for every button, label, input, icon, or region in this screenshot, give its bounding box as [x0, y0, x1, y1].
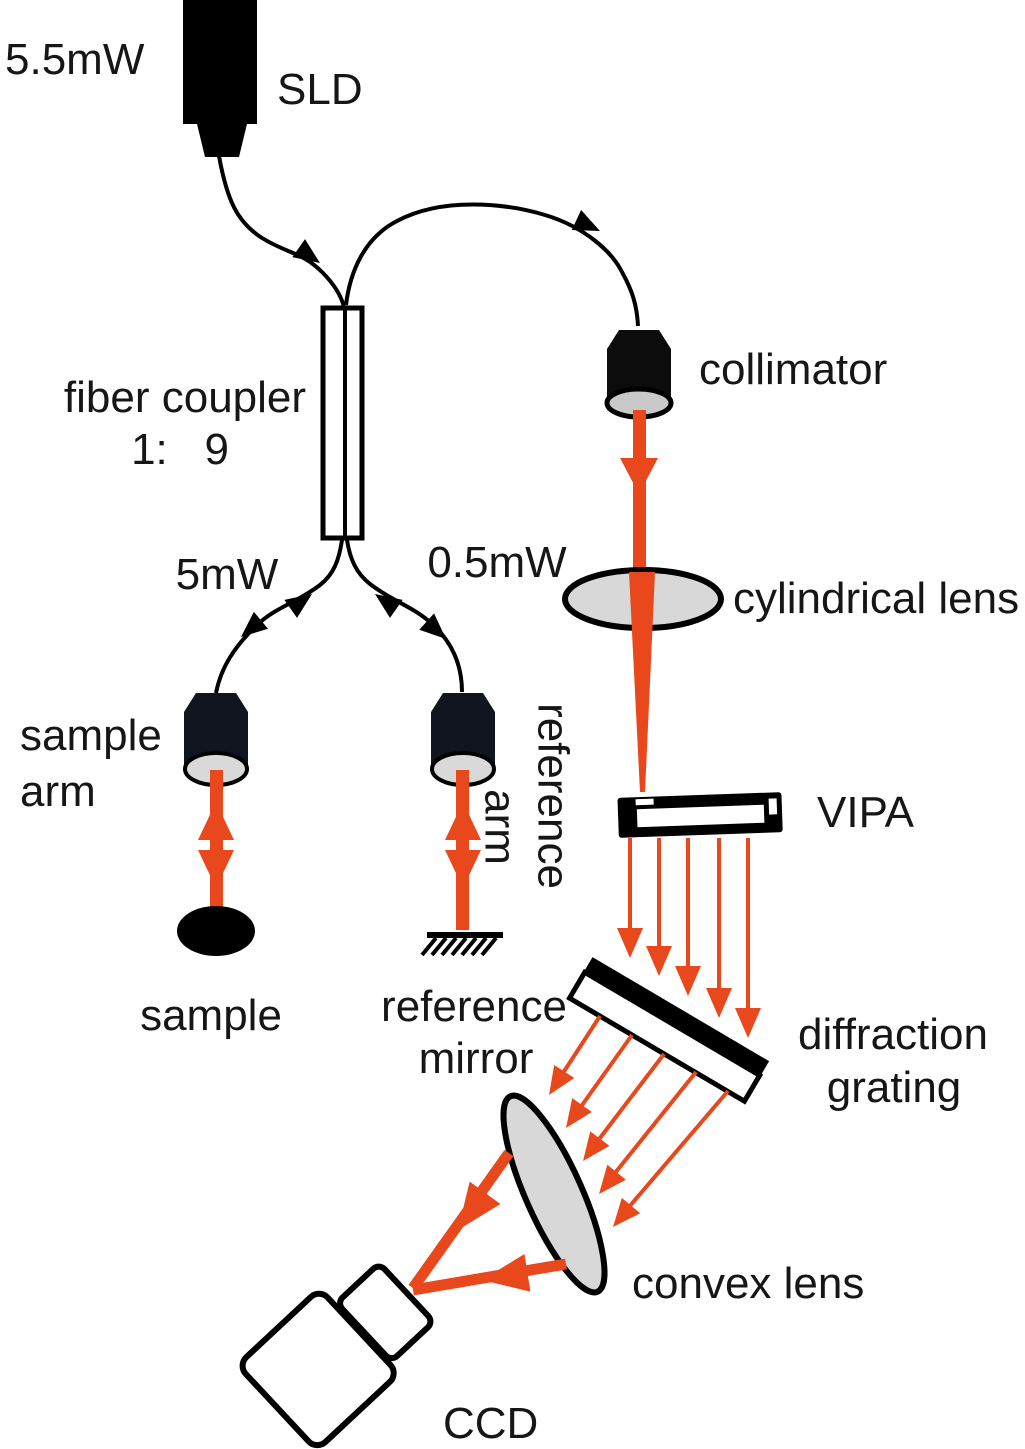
- beam-collimator-to-lens: [620, 410, 658, 574]
- reference-arm-label-line1: reference: [529, 703, 578, 889]
- beam-sample-arm: [198, 770, 234, 930]
- fiber-arrowhead: [571, 210, 600, 231]
- vipa-label: VIPA: [817, 788, 915, 837]
- source-label: SLD: [277, 65, 363, 114]
- source-power-label: 5.5mW: [5, 35, 145, 84]
- fiber-coupler-to-sample-arm: [214, 539, 344, 694]
- sample-arm-label-line1: sample: [20, 711, 162, 760]
- cylindrical-lens-label: cylindrical lens: [733, 574, 1019, 623]
- reference-arm-collimator: [430, 693, 496, 787]
- diffraction-grating: [566, 957, 770, 1105]
- reference-arm-power-label: 0.5mW: [427, 538, 567, 587]
- fiber-coupler-to-collimator: [344, 202, 640, 327]
- beams-vipa-to-grating: [617, 838, 761, 1038]
- convex-lens: [500, 1092, 608, 1296]
- sample-target: [177, 906, 255, 956]
- collimator: [604, 330, 674, 420]
- fiber-arrowhead: [375, 594, 403, 618]
- convex-lens-label: convex lens: [632, 1259, 864, 1308]
- fiber-arrowhead: [241, 611, 268, 637]
- reference-mirror: [420, 932, 503, 957]
- ccd-label: CCD: [443, 1399, 538, 1448]
- beams-grating-to-lens: [549, 1014, 730, 1227]
- sample-label: sample: [140, 991, 282, 1040]
- beam-focus-wedge: [629, 572, 655, 792]
- fiber-coupler-to-reference-arm: [345, 539, 464, 693]
- beams-lens-to-ccd: [408, 1149, 567, 1296]
- sample-arm-power-label: 5mW: [176, 550, 279, 599]
- vipa-etalon: [617, 792, 783, 838]
- reference-mirror-label-line1: reference: [381, 982, 567, 1031]
- fiber-arrowhead: [292, 239, 320, 263]
- ccd-camera: [239, 1263, 434, 1449]
- sld-source: [183, 0, 257, 157]
- diffraction-grating-label-line1: diffraction: [798, 1010, 988, 1059]
- reference-mirror-label-line2: mirror: [419, 1034, 534, 1083]
- collimator-label: collimator: [699, 345, 887, 394]
- coupler-ratio-label: 1: 9: [131, 425, 229, 474]
- beam-reference-arm: [445, 770, 481, 930]
- sample-arm-collimator: [183, 693, 249, 787]
- fiber-coupler-label: fiber coupler: [64, 373, 306, 422]
- fiber-arrowhead: [419, 613, 446, 639]
- fiber-arrowhead: [284, 594, 312, 618]
- fiber-coupler: [320, 305, 365, 541]
- fiber-sld-to-coupler: [217, 155, 346, 308]
- sample-arm-label-line2: arm: [20, 767, 96, 816]
- diffraction-grating-label-line2: grating: [827, 1063, 962, 1112]
- reference-arm-label-line2: arm: [476, 789, 525, 865]
